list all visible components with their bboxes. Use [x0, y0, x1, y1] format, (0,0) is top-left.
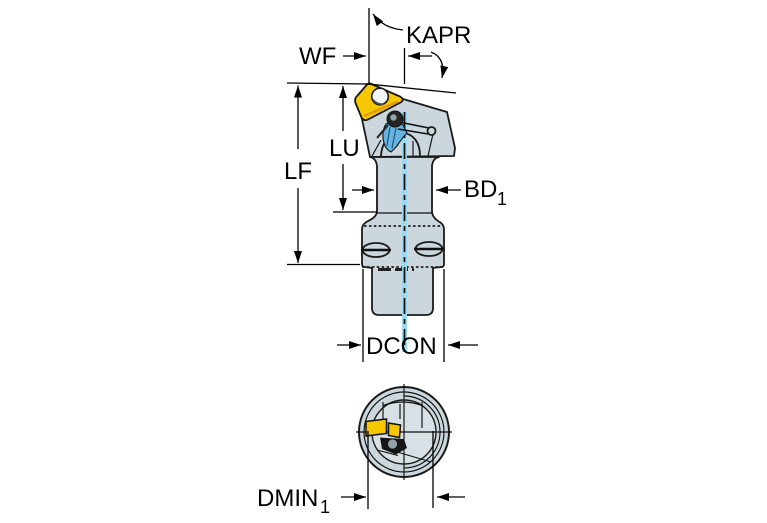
insert-end-left [365, 418, 388, 437]
clamp-lever [398, 121, 430, 129]
insert-hole [370, 87, 390, 106]
clamp-mechanism [376, 110, 437, 153]
detail-line [376, 449, 399, 457]
detail-line [398, 451, 432, 463]
pocket-top-arc [382, 401, 423, 407]
bd1-label: BD [464, 176, 497, 203]
insert-shade [363, 100, 399, 118]
pocket-wall-left [371, 139, 382, 157]
dmin1-label: DMIN [257, 485, 318, 512]
kapr-leader-arrow [372, 13, 404, 31]
dcon-label: DCON [366, 333, 437, 360]
side-view: WF KAPR LF LU BD 1 DCON [284, 8, 507, 362]
kapr-label: KAPR [406, 22, 471, 49]
dmin1-label-subscript: 1 [320, 497, 330, 517]
bd1-label-subscript: 1 [497, 189, 507, 209]
clamp-screw-center [390, 114, 397, 121]
clamp-lever-pin [426, 126, 437, 136]
dimension-graphics [286, 8, 478, 362]
end-view: DMIN 1 [257, 384, 465, 517]
insert-hole-shadow [372, 98, 384, 106]
insert-end-right [387, 422, 402, 439]
lf-label: LF [284, 158, 312, 185]
wf-label: WF [299, 43, 336, 70]
clamp-finger-line [391, 127, 397, 149]
insert-end [365, 418, 402, 439]
cutting-edge-reference-line [286, 82, 457, 94]
pocket-wall-right [427, 133, 434, 157]
clamp-end-screw [387, 439, 398, 449]
clamp-shadow-line [376, 124, 389, 139]
kapr-angle-arc-arrow [430, 51, 449, 79]
clamp-lever [397, 128, 429, 135]
clamp-finger-line [386, 126, 391, 147]
lu-label: LU [329, 135, 360, 162]
